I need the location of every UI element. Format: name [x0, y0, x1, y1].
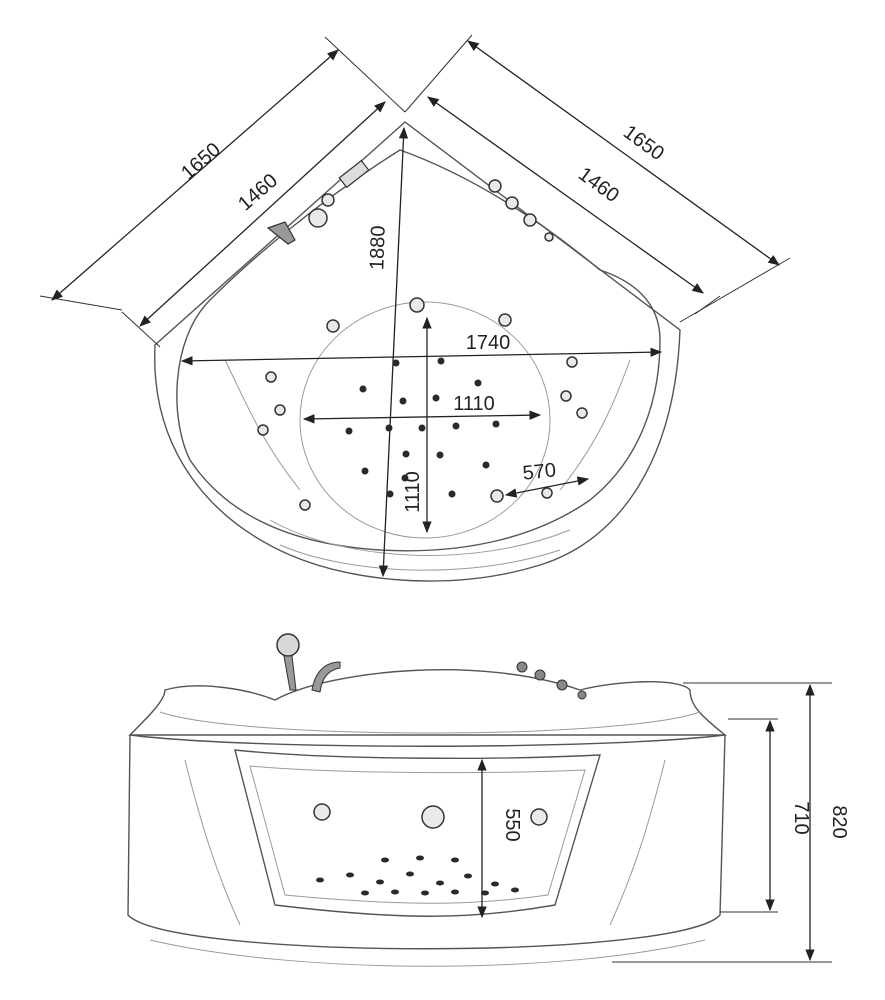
tub-basin	[299, 301, 551, 539]
tub-outer-rim	[154, 121, 681, 582]
dim-label-depth: 1880	[366, 225, 390, 270]
dim-line-left-inner	[139, 101, 386, 327]
front-view: 550 710 820	[127, 633, 850, 967]
jet	[265, 371, 277, 383]
jet	[498, 313, 512, 327]
dim-label-right-inner: 1460	[574, 163, 623, 207]
front-floor-jets	[316, 855, 519, 896]
tub-apron	[127, 734, 726, 950]
dim-label-left-outer: 1650	[177, 139, 225, 185]
valve-knob-2	[308, 208, 328, 228]
dim-label-basin-width: 1110	[453, 393, 495, 415]
jet	[490, 489, 504, 503]
jet	[560, 390, 572, 402]
rim-valve-3	[556, 679, 568, 691]
jet	[576, 407, 588, 419]
top-view: 1650 1460 1650 1460 1880 1740 1110 1110 …	[39, 34, 791, 582]
dim-label-right-outer: 1650	[619, 121, 668, 165]
dim-line-seat	[504, 476, 590, 498]
faucet	[311, 661, 341, 693]
jet	[257, 424, 269, 436]
tub-deck	[128, 669, 727, 736]
jet	[326, 319, 340, 333]
rim-valve-4	[544, 232, 554, 242]
jet	[299, 499, 311, 511]
rim-valve-2	[534, 669, 546, 681]
tub-apron-edge	[269, 519, 571, 556]
dim-label-total-height: 820	[828, 805, 850, 838]
rim-valve-1	[516, 661, 528, 673]
front-jet-center	[421, 805, 445, 829]
tub-deck-inner	[159, 711, 701, 734]
right-side-panel	[609, 759, 666, 926]
control-panel	[338, 159, 370, 189]
left-side-panel	[184, 759, 241, 926]
dim-label-apron-height: 710	[790, 801, 812, 834]
valve-knob	[321, 193, 335, 207]
right-seat-outline	[559, 359, 631, 491]
dim-line-width	[180, 347, 663, 366]
dim-line-right-inner	[427, 96, 704, 294]
dim-label-seat: 570	[522, 459, 557, 484]
jet	[541, 487, 553, 499]
dim-label-basin-depth: 1110	[402, 471, 424, 513]
tub-front-window-inner	[249, 765, 586, 904]
jet	[409, 297, 425, 313]
front-jet-right	[530, 808, 548, 826]
rim-valve-3	[523, 213, 537, 227]
rim-valve-1	[488, 179, 502, 193]
hand-shower-head	[276, 633, 300, 657]
tub-front-window	[234, 749, 601, 917]
jet	[566, 356, 578, 368]
tub-apron-base	[149, 939, 706, 967]
dim-label-inner-depth: 550	[501, 808, 523, 841]
left-seat-outline	[224, 359, 301, 491]
dim-label-left-inner: 1460	[234, 170, 282, 216]
tub-apron-edge-2	[279, 544, 561, 571]
dim-line-depth	[378, 126, 409, 578]
jet	[274, 404, 286, 416]
front-jet-left	[313, 803, 331, 821]
dim-line-right-outer	[467, 40, 780, 266]
dim-line-basin-width	[302, 410, 542, 424]
rim-valve-2	[505, 196, 519, 210]
dim-label-width: 1740	[466, 332, 511, 354]
rim-valve-4	[577, 690, 587, 700]
hand-shower-handle	[283, 655, 297, 691]
